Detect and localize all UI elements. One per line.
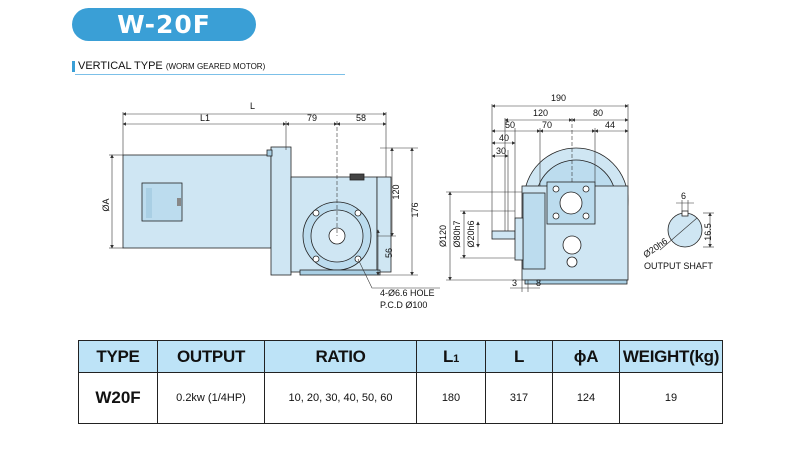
technical-drawing: L L1 79 58 ØA 120 176 56 4-Ø6.6 HOLE P.C… [101, 93, 714, 310]
cell-weight: 19 [619, 372, 723, 424]
header-l1-main: L [443, 346, 454, 366]
dim-120: 120 [391, 184, 401, 199]
motor-flange [270, 146, 292, 276]
header-ratio: RATIO [264, 340, 417, 373]
dim-190: 190 [551, 93, 566, 103]
dim-L: L [250, 101, 255, 111]
spec-header-row: TYPE OUTPUT RATIO L1 L ϕA WEIGHT(kg) [78, 340, 723, 373]
hole-note: 4-Ø6.6 HOLE [380, 288, 435, 298]
output-shaft-label: OUTPUT SHAFT [644, 261, 713, 271]
dim-40: 40 [499, 133, 509, 143]
shaft-flange [514, 217, 524, 261]
dim-44: 44 [605, 120, 615, 130]
header-l1: L1 [416, 340, 486, 373]
cell-phi-a: 124 [552, 372, 620, 424]
dim-30: 30 [496, 146, 506, 156]
subtitle-underline [75, 74, 345, 75]
header-l1-sub: 1 [453, 352, 459, 365]
cell-type: W20F [78, 372, 158, 424]
header-phi-a: ϕA [552, 340, 620, 373]
cell-l1: 180 [416, 372, 486, 424]
dim-176: 176 [410, 202, 420, 217]
header-l: L [485, 340, 553, 373]
top-cap [349, 173, 365, 181]
base-foot [299, 269, 381, 276]
cell-output: 0.2kw (1/4HP) [157, 372, 265, 424]
cell-ratio: 10, 20, 30, 40, 50, 60 [264, 372, 417, 424]
front-view [491, 147, 629, 285]
dim-58: 58 [356, 113, 366, 123]
side-view [122, 146, 392, 276]
dim-phi20h6-shaft: Ø20h6 [641, 236, 669, 260]
spec-table: TYPE OUTPUT RATIO L1 L ϕA WEIGHT(kg) W20… [78, 340, 723, 424]
header-type: TYPE [78, 340, 158, 373]
dim-56: 56 [384, 248, 394, 258]
dim-phi120: Ø120 [438, 225, 448, 247]
dim-120-front: 120 [533, 108, 548, 118]
spec-row: W20F 0.2kw (1/4HP) 10, 20, 30, 40, 50, 6… [78, 372, 723, 424]
cell-l: 317 [485, 372, 553, 424]
dim-phi80h7: Ø80h7 [452, 220, 462, 247]
subtitle-main: VERTICAL TYPE [78, 60, 163, 72]
dim-80: 80 [593, 108, 603, 118]
output-shaft [491, 230, 516, 240]
dim-6: 6 [681, 191, 686, 201]
dim-A: ØA [101, 198, 111, 211]
dim-3: 3 [512, 278, 517, 288]
shaft-view-dimensions [659, 200, 714, 251]
side-view-dimensions [109, 112, 440, 289]
dim-8: 8 [536, 278, 541, 288]
subtitle-small: (WORM GEARED MOTOR) [165, 62, 266, 71]
shaft-view [667, 210, 703, 248]
subtitle: VERTICAL TYPE (WORM GEARED MOTOR) [78, 60, 265, 72]
keyway [681, 210, 689, 217]
side-view-labels: L L1 79 58 ØA 120 176 56 4-Ø6.6 HOLE P.C… [101, 101, 435, 310]
dim-70: 70 [542, 120, 552, 130]
header-weight: WEIGHT(kg) [619, 340, 723, 373]
front-view-labels: 190 120 80 50 70 44 40 30 Ø120 Ø80h7 Ø20… [438, 93, 615, 288]
front-view-dimensions [446, 104, 629, 292]
dim-phi20h6-front: Ø20h6 [466, 220, 476, 247]
subtitle-marker [72, 61, 75, 72]
pcd-note: P.C.D Ø100 [380, 300, 427, 310]
dim-L1: L1 [200, 113, 210, 123]
model-title-badge: W-20F [72, 8, 256, 41]
dim-16-5: 16.5 [703, 223, 713, 241]
dim-79: 79 [307, 113, 317, 123]
header-output: OUTPUT [157, 340, 265, 373]
dim-50: 50 [505, 120, 515, 130]
